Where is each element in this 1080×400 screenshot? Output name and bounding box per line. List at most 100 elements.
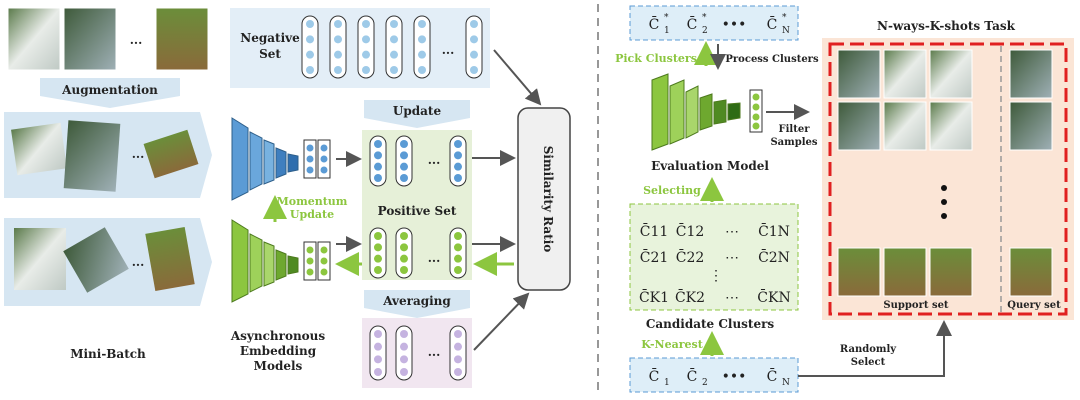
- candidate-clusters-label: Candidate Clusters: [646, 317, 775, 331]
- averaged-node: [374, 368, 382, 376]
- averaging-banner: Averaging: [364, 290, 470, 318]
- task-image: [883, 101, 927, 151]
- candidate-cell: C̄11: [640, 222, 669, 240]
- positive-set-ellipsis-bot: ...: [428, 251, 441, 265]
- candidate-cell: ⋯: [725, 250, 739, 266]
- positive-bot-node: [400, 243, 408, 252]
- task-image-lion: [1009, 247, 1053, 297]
- negative-node: [334, 20, 342, 28]
- positive-top-node: [400, 140, 408, 148]
- negative-node: [470, 35, 478, 44]
- negative-column: [301, 15, 319, 79]
- async-label-3: Models: [254, 359, 303, 373]
- candidate-cell: C̄12: [676, 222, 705, 240]
- augmented-row-2: ...: [4, 218, 212, 306]
- averaged-node: [374, 342, 382, 351]
- negative-node: [334, 35, 342, 44]
- bottom-cluster-1: C̄: [649, 367, 660, 385]
- query-set-label: Query set: [1007, 300, 1061, 311]
- task-image: [883, 49, 927, 99]
- negative-node: [390, 50, 398, 59]
- averaged-node: [400, 330, 408, 338]
- async-label-2: Embedding: [240, 344, 317, 358]
- averaged-set-ellipsis: ...: [428, 345, 441, 359]
- top-cluster-dots: •••: [722, 17, 747, 33]
- averaged-node: [400, 368, 408, 376]
- negative-node: [334, 66, 342, 74]
- task-image: [1009, 101, 1053, 151]
- negative-node: [390, 35, 398, 44]
- negative-column: [385, 15, 403, 79]
- process-clusters-label: Process Clusters: [725, 54, 819, 65]
- negative-column: [357, 15, 375, 79]
- augmented-row-1: ...: [4, 112, 212, 198]
- candidate-cell: C̄2N: [758, 248, 790, 266]
- positive-bot-column: [369, 227, 387, 279]
- negative-node: [362, 50, 370, 59]
- async-label-1: Asynchronous: [230, 329, 326, 343]
- task-title: N-ways-K-shots Task: [877, 19, 1016, 33]
- minibatch-images-top: ...: [7, 7, 209, 71]
- random-select-label-1: Randomly: [840, 344, 897, 355]
- candidate-cell: ⋯: [725, 290, 739, 306]
- top-cluster-2-sub: 2: [702, 26, 708, 36]
- top-cluster-n-sub: N: [782, 26, 790, 36]
- candidate-cell: ⋯: [725, 224, 739, 240]
- negative-node: [362, 66, 370, 74]
- random-select-label-2: Select: [851, 357, 886, 368]
- arrow-negative-to-sim: [493, 49, 542, 106]
- averaged-node: [454, 355, 462, 364]
- bottom-cluster-n: C̄: [767, 367, 778, 385]
- selecting-label: Selecting: [643, 184, 701, 197]
- positive-bot-node: [454, 243, 462, 252]
- positive-bot-node: [454, 232, 462, 240]
- negative-node: [362, 35, 370, 44]
- task-image: [837, 49, 881, 99]
- negative-column: [413, 15, 431, 79]
- update-label: Update: [393, 104, 442, 118]
- candidate-cell: C̄1N: [758, 222, 790, 240]
- bottom-cluster-dots: •••: [722, 369, 747, 385]
- positive-top-node: [374, 140, 382, 148]
- negative-node: [418, 50, 426, 59]
- similarity-ratio-box: Similarity Ratio: [517, 107, 571, 291]
- negative-set-ellipsis: ...: [442, 43, 455, 57]
- positive-bot-node: [374, 243, 382, 252]
- random-select-arrow: [798, 320, 952, 377]
- augmentation-label: Augmentation: [61, 83, 158, 97]
- averaged-node: [454, 330, 462, 338]
- negative-node: [470, 50, 478, 59]
- negative-column: [329, 15, 347, 79]
- positive-top-node: [374, 174, 382, 182]
- averaged-node: [400, 355, 408, 364]
- top-cluster-1-star: *: [664, 13, 669, 23]
- ellipsis-row2: ...: [132, 255, 145, 269]
- pick-clusters-label: Pick Clusters: [615, 52, 697, 65]
- bottom-clusters-box: C̄ 1 C̄ 2 ••• C̄ N: [629, 357, 799, 393]
- positive-bot-node: [374, 266, 382, 274]
- negative-set-label-1: Negative: [240, 31, 300, 45]
- embedding-blue: [303, 139, 331, 179]
- negative-node: [418, 66, 426, 74]
- positive-bot-node: [374, 232, 382, 240]
- positive-bot-column: [449, 227, 467, 279]
- similarity-ratio-label: Similarity Ratio: [541, 146, 555, 253]
- positive-top-node: [454, 162, 462, 171]
- negative-node: [418, 35, 426, 44]
- filter-label-2: Samples: [770, 137, 817, 148]
- top-cluster-2-star: *: [702, 13, 707, 23]
- task-image: [837, 101, 881, 151]
- positive-bot-node: [400, 266, 408, 274]
- positive-bot-node: [454, 254, 462, 263]
- mini-batch-label: Mini-Batch: [70, 347, 146, 361]
- task-image-lion: [883, 247, 927, 297]
- task-image: [929, 49, 973, 99]
- momentum-label-1: Momentum: [277, 195, 348, 208]
- negative-node: [470, 66, 478, 74]
- candidate-cell: C̄KN: [757, 288, 790, 306]
- candidate-vdots: ⋮: [709, 268, 723, 284]
- positive-top-column: [369, 135, 387, 187]
- positive-top-node: [454, 174, 462, 182]
- task-image: [929, 101, 973, 151]
